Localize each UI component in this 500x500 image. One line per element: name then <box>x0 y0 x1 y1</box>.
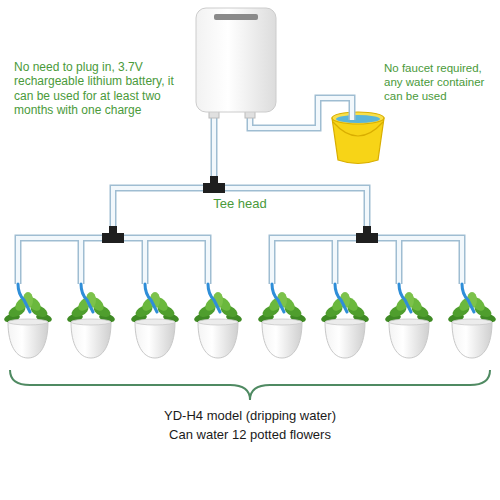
potted-plant <box>130 284 179 358</box>
part-label: Tee head <box>213 196 267 212</box>
potted-plant <box>257 284 306 358</box>
tee-connector <box>356 226 378 243</box>
water-pipes <box>18 98 462 284</box>
tee-connector <box>203 176 225 193</box>
water-bucket <box>332 112 384 164</box>
feature-note: No faucet required, any water container … <box>384 62 496 103</box>
potted-plant <box>66 284 115 358</box>
tee-connector <box>102 226 124 243</box>
feature-note: No need to plug in, 3.7V rechargeable li… <box>14 60 178 118</box>
potted-plant <box>447 284 496 358</box>
pump-device <box>196 8 276 118</box>
potted-plant <box>384 284 433 358</box>
group-bracket <box>10 370 490 400</box>
capacity-label: Can water 12 potted flowers <box>169 427 331 443</box>
potted-plant <box>193 284 242 358</box>
potted-plant <box>3 284 52 358</box>
potted-plant <box>320 284 369 358</box>
model-label: YD-H4 model (dripping water) <box>164 408 336 424</box>
